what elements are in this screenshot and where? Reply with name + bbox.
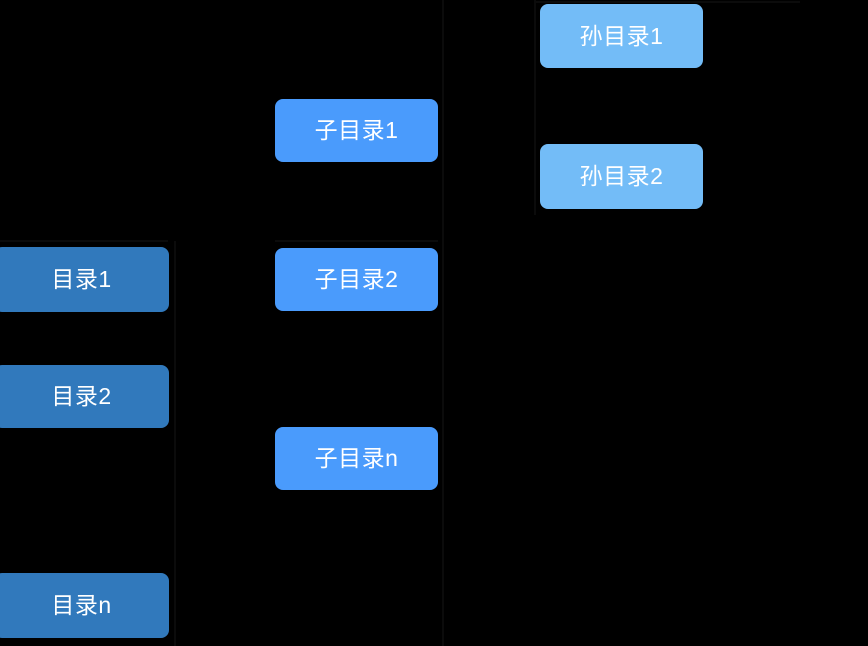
node-label: 目录n xyxy=(51,592,112,618)
node-directory-2[interactable]: 目录2 xyxy=(0,365,169,428)
node-grandchild-directory-2[interactable]: 孙目录2 xyxy=(540,144,703,209)
node-directory-1[interactable]: 目录1 xyxy=(0,247,169,312)
node-subdirectory-n[interactable]: 子目录n xyxy=(275,427,438,490)
node-label: 孙目录2 xyxy=(579,163,664,189)
node-grandchild-directory-1[interactable]: 孙目录1 xyxy=(540,4,703,68)
node-label: 目录2 xyxy=(51,383,112,409)
node-directory-n[interactable]: 目录n xyxy=(0,573,169,638)
node-label: 子目录n xyxy=(314,445,399,471)
node-label: 子目录1 xyxy=(314,117,399,143)
node-label: 孙目录1 xyxy=(579,22,664,49)
node-subdirectory-1[interactable]: 子目录1 xyxy=(275,99,438,162)
node-label: 目录1 xyxy=(51,266,112,292)
node-subdirectory-2[interactable]: 子目录2 xyxy=(275,248,438,311)
node-label: 子目录2 xyxy=(314,266,399,292)
